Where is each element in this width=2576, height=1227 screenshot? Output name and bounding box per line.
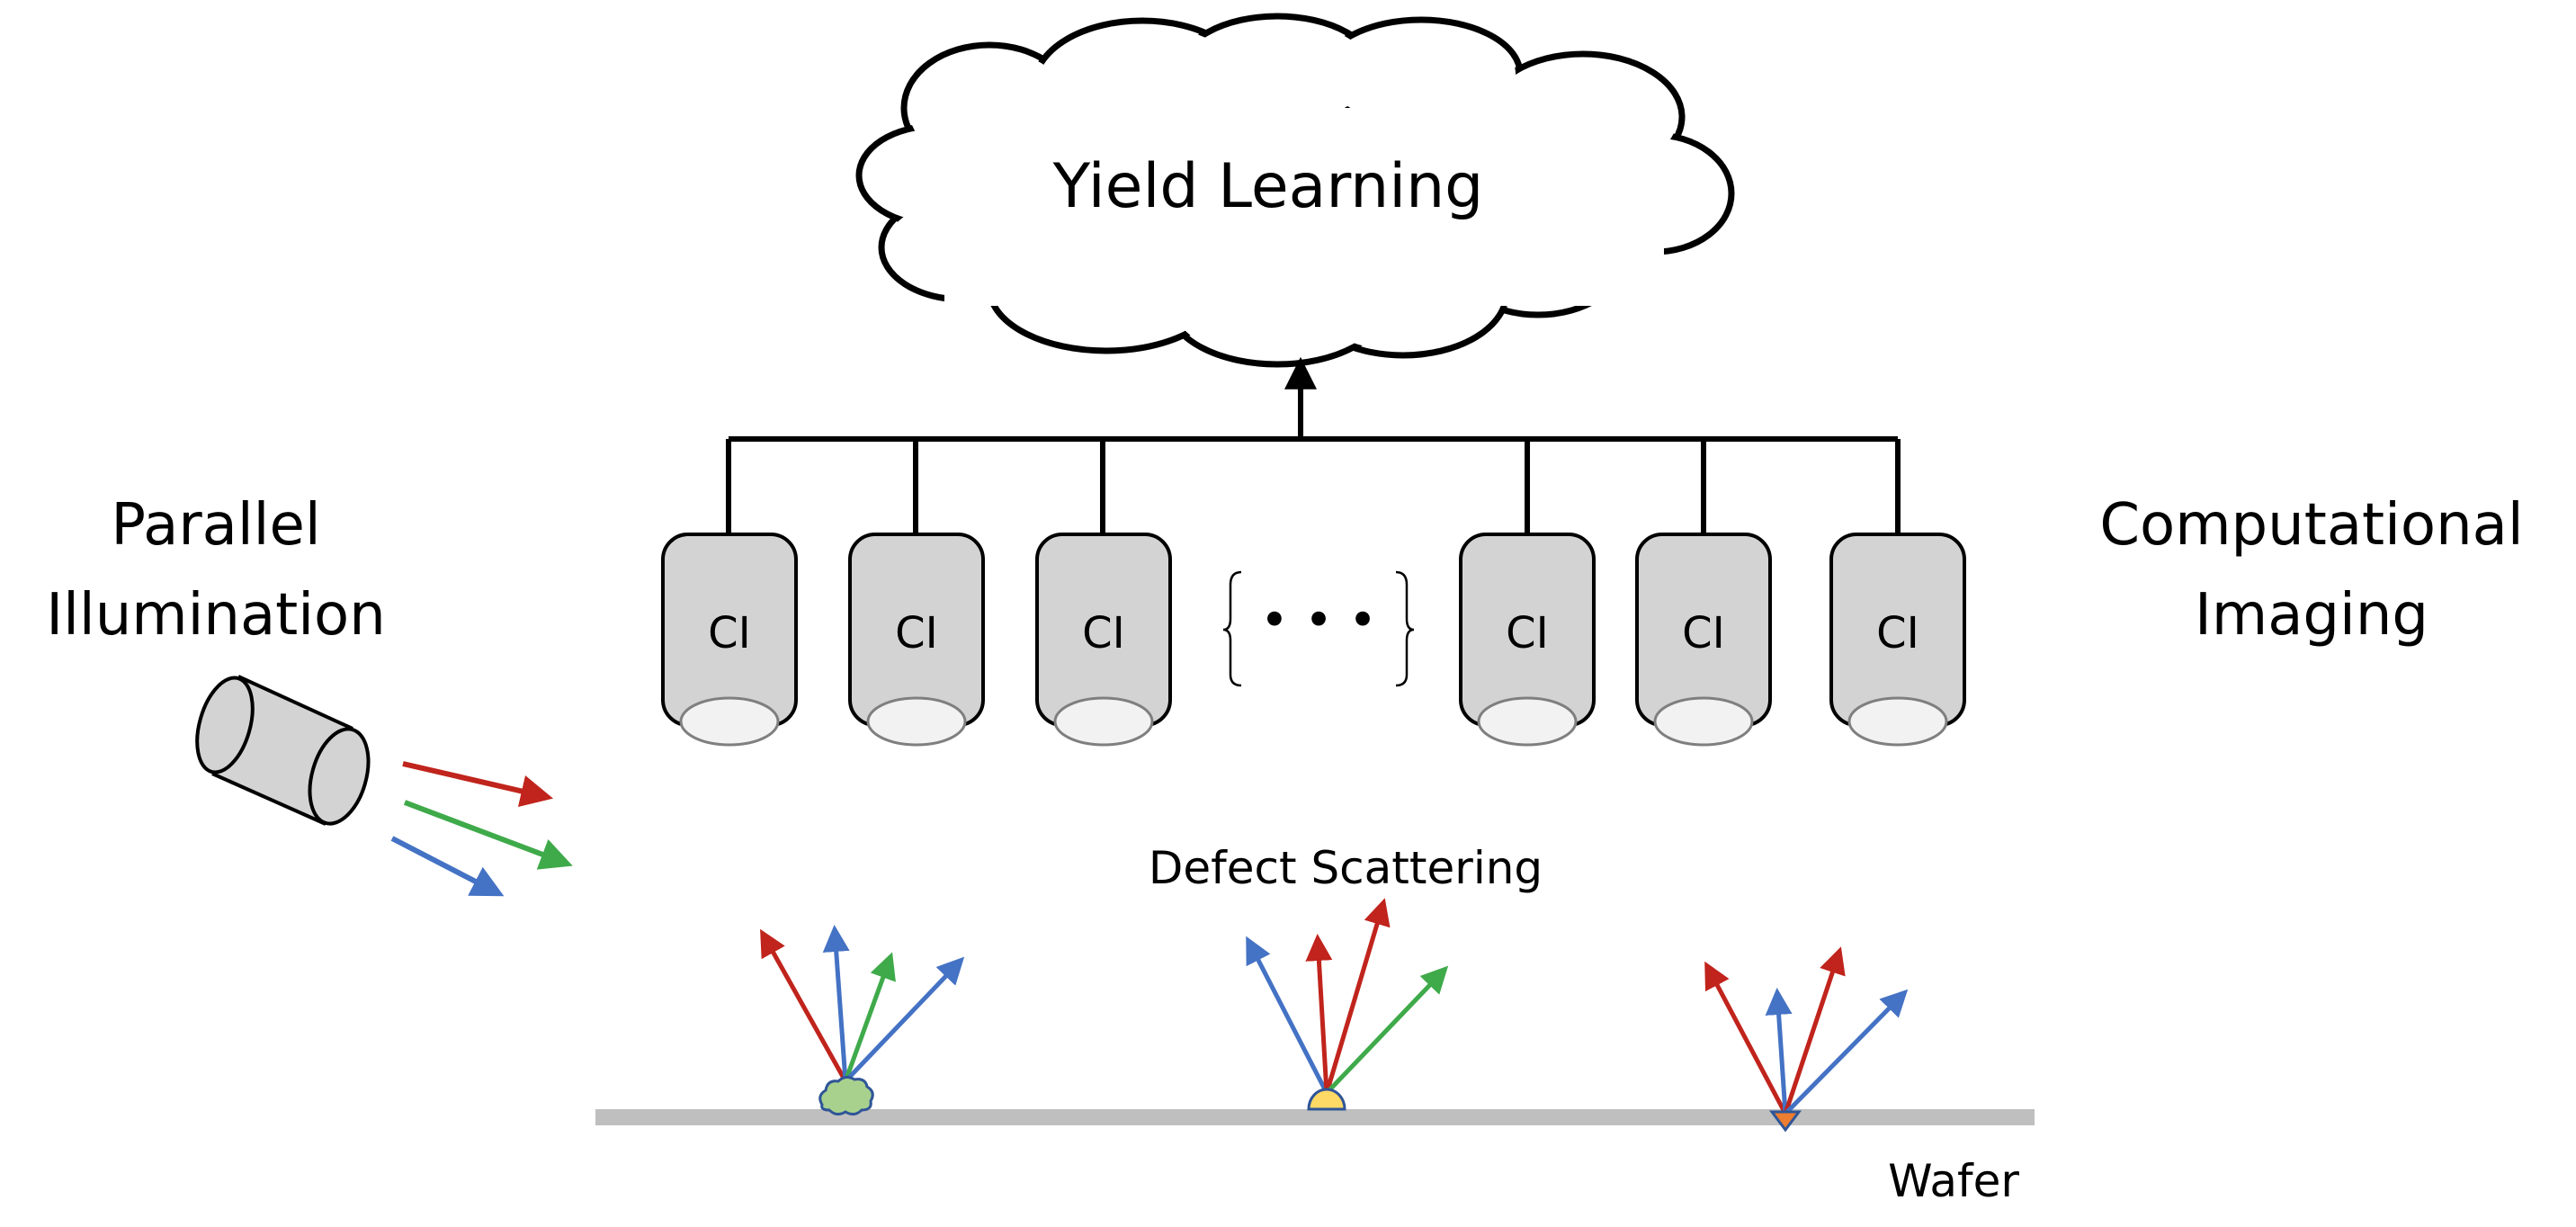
camera-6-label: CI	[1876, 608, 1919, 658]
camera-5-label: CI	[1682, 608, 1725, 658]
camera-1: CI	[661, 533, 798, 747]
defect-scattering-label: Defect Scattering	[1149, 842, 1543, 894]
incident-light	[390, 761, 573, 897]
camera-1-label: CI	[708, 608, 751, 658]
computational-imaging-label-line2: Imaging	[2195, 582, 2428, 649]
camera-3: CI	[1035, 533, 1172, 747]
camera-3-label: CI	[1082, 608, 1125, 658]
camera-array: CI CI CI CI CI CI	[661, 533, 1966, 747]
defect-particle-1	[818, 1075, 874, 1116]
illumination-source	[195, 675, 371, 826]
camera-6: CI	[1829, 533, 1966, 747]
camera-2-label: CI	[895, 608, 938, 658]
wafer	[595, 1109, 2035, 1125]
camera-4: CI	[1459, 533, 1596, 747]
camera-ellipsis: • • •	[1222, 570, 1415, 687]
yield-learning-cloud: Yield Learning	[855, 13, 1735, 368]
camera-5: CI	[1635, 533, 1772, 747]
defect-particle-2	[1307, 1088, 1346, 1111]
computational-imaging-label-line1: Computational	[2099, 492, 2523, 559]
camera-4-label: CI	[1506, 608, 1549, 658]
parallel-illumination-label-line1: Parallel	[111, 492, 320, 559]
camera-bus	[726, 356, 1901, 536]
defect-pit-3	[1769, 1110, 1802, 1133]
scatter-arrows-1	[760, 925, 965, 1083]
wafer-label: Wafer	[1888, 1155, 2019, 1207]
parallel-illumination-label-line2: Illumination	[46, 582, 386, 649]
camera-2: CI	[848, 533, 985, 747]
ellipsis-dots: • • •	[1260, 592, 1377, 649]
scatter-arrows-2	[1246, 898, 1449, 1095]
scatter-arrows-3	[1704, 946, 1909, 1115]
cloud-label: Yield Learning	[1052, 151, 1484, 222]
